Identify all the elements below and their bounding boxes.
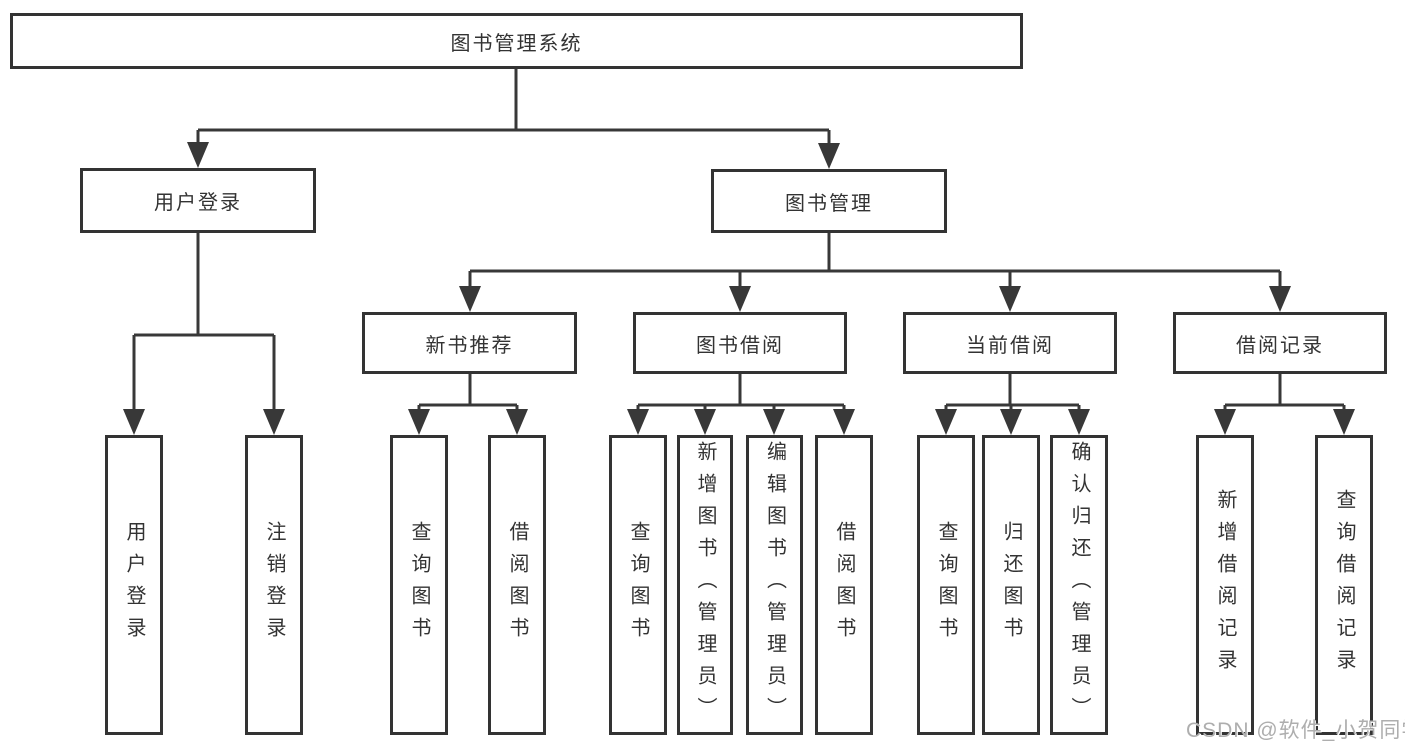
leaf-borrow-books: 借阅图书 <box>815 435 873 735</box>
leaf-query-borrow-record: 查询借阅记录 <box>1315 435 1373 735</box>
leaf-query-books-recommend: 查询图书 <box>390 435 448 735</box>
leaf-edit-books-admin: 编辑图书（管理员） <box>746 435 803 735</box>
node-user-login: 用户登录 <box>80 168 316 233</box>
edge-current-borrow-to-leaves <box>935 374 1090 435</box>
leaf-query-books-borrow: 查询图书 <box>609 435 667 735</box>
csdn-watermark: CSDN @软件_小贺同学 <box>1186 719 1405 742</box>
node-borrow-record: 借阅记录 <box>1173 312 1387 374</box>
edge-borrow-record-to-leaves <box>1214 374 1355 435</box>
leaf-add-books-admin: 新增图书（管理员） <box>677 435 733 735</box>
edge-root-to-level2 <box>187 68 840 169</box>
edge-new-book-recommend-to-leaves <box>408 374 528 435</box>
node-root-system: 图书管理系统 <box>10 13 1023 69</box>
leaf-confirm-return-admin: 确认归还（管理员） <box>1050 435 1108 735</box>
node-new-book-recommend: 新书推荐 <box>362 312 577 374</box>
leaf-return-books: 归还图书 <box>982 435 1040 735</box>
node-current-borrow: 当前借阅 <box>903 312 1117 374</box>
node-book-management: 图书管理 <box>711 169 947 233</box>
edge-book-borrow-to-leaves <box>627 374 855 435</box>
leaf-add-borrow-record: 新增借阅记录 <box>1196 435 1254 735</box>
leaf-user-login: 用户登录 <box>105 435 163 735</box>
leaf-borrow-books-recommend: 借阅图书 <box>488 435 546 735</box>
edge-book-management-to-level3 <box>459 233 1291 312</box>
leaf-query-books-current: 查询图书 <box>917 435 975 735</box>
leaf-logout: 注销登录 <box>245 435 303 735</box>
edge-user-login-to-leaves <box>123 233 285 435</box>
node-book-borrow: 图书借阅 <box>633 312 847 374</box>
